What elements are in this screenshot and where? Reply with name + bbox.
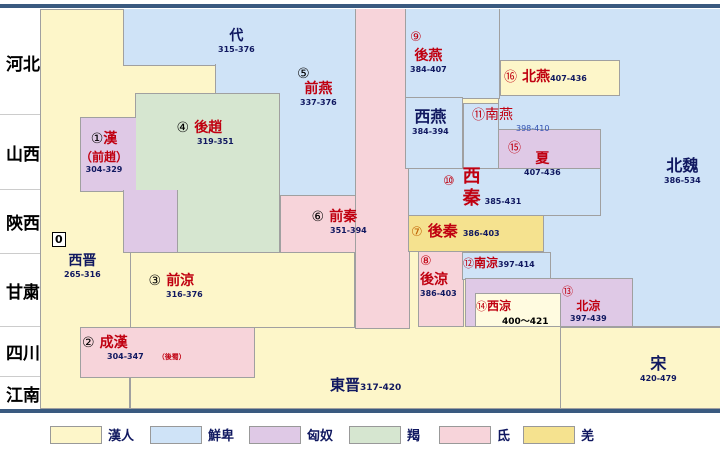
region-han-strip	[123, 190, 178, 253]
region-nanyan	[463, 103, 499, 169]
region-chenghan	[80, 327, 255, 378]
legend-item-jie: 羯	[349, 425, 420, 444]
region-qianliang	[130, 252, 355, 328]
province-hebei: 河北	[0, 10, 40, 115]
label-beiyan: ⑯ 北燕407-436	[504, 69, 587, 85]
label-nanliang: ⑫南涼397-414	[463, 256, 535, 270]
legend-swatch	[249, 425, 301, 444]
region-houyan	[405, 9, 500, 99]
region-dai	[123, 9, 363, 66]
legend-swatch	[50, 425, 102, 444]
region-song	[560, 327, 720, 409]
bottom-axis-bar	[0, 409, 720, 413]
legend-item-xianbei: 鮮卑	[150, 425, 234, 444]
label-xijin: 0	[52, 228, 66, 247]
label-han: ①漢（前趙）304-329	[80, 131, 129, 174]
label-dongjin: 東晋317-420	[330, 376, 402, 394]
region-houqin	[408, 215, 544, 252]
legend-swatch	[349, 425, 401, 444]
legend-swatch	[439, 425, 491, 444]
region-houliang	[418, 251, 464, 327]
province-gansu: 甘粛	[0, 254, 40, 327]
label-houqin: ⑦ 後秦 386-403	[411, 222, 500, 240]
legend-item-han: 漢人	[50, 425, 134, 444]
region-beiyan	[500, 60, 620, 96]
province-shaanxi: 陝西	[0, 190, 40, 254]
province-sichuan: 四川	[0, 327, 40, 377]
region-xiliang	[475, 293, 561, 327]
legend-item-di: 氐	[439, 425, 510, 444]
province-jiangnan: 江南	[6, 385, 40, 406]
legend-item-xiongnu: 匈奴	[249, 425, 333, 444]
region-han	[80, 117, 136, 192]
top-axis-bar	[0, 4, 720, 8]
region-nanliang	[462, 252, 551, 280]
province-shanxi: 山西	[0, 115, 40, 190]
region-qianqin-strip	[355, 9, 410, 329]
legend-swatch	[150, 425, 202, 444]
region-xiqin	[408, 168, 601, 216]
divider-line	[129, 378, 131, 409]
legend-item-qiang: 羌	[523, 425, 594, 444]
legend-swatch	[523, 425, 575, 444]
